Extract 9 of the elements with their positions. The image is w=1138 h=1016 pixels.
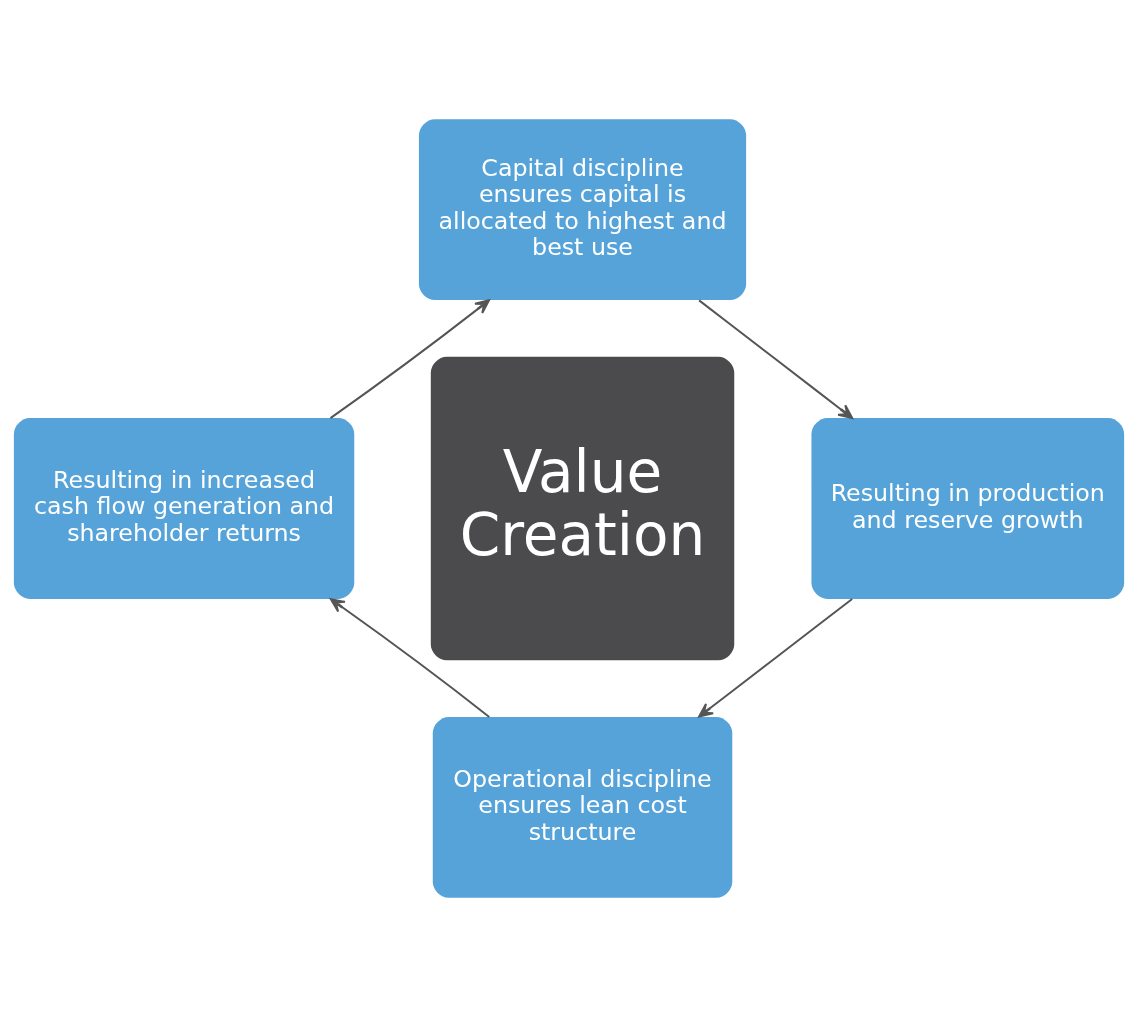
- arrow: [329, 597, 491, 718]
- node-box: Value Creation: [430, 356, 735, 660]
- node-box: Resulting in production and reserve growth: [811, 417, 1125, 599]
- arrow: [329, 298, 490, 419]
- node-box: Operational discipline ensures lean cost structure: [432, 716, 733, 898]
- arrow: [698, 597, 854, 718]
- arrow: [698, 298, 854, 419]
- node-box: Capital discipline ensures capital is allocated to highest and best use: [418, 118, 747, 300]
- node-box: Resulting in increased cash flow generation and shareholder returns: [13, 417, 355, 599]
